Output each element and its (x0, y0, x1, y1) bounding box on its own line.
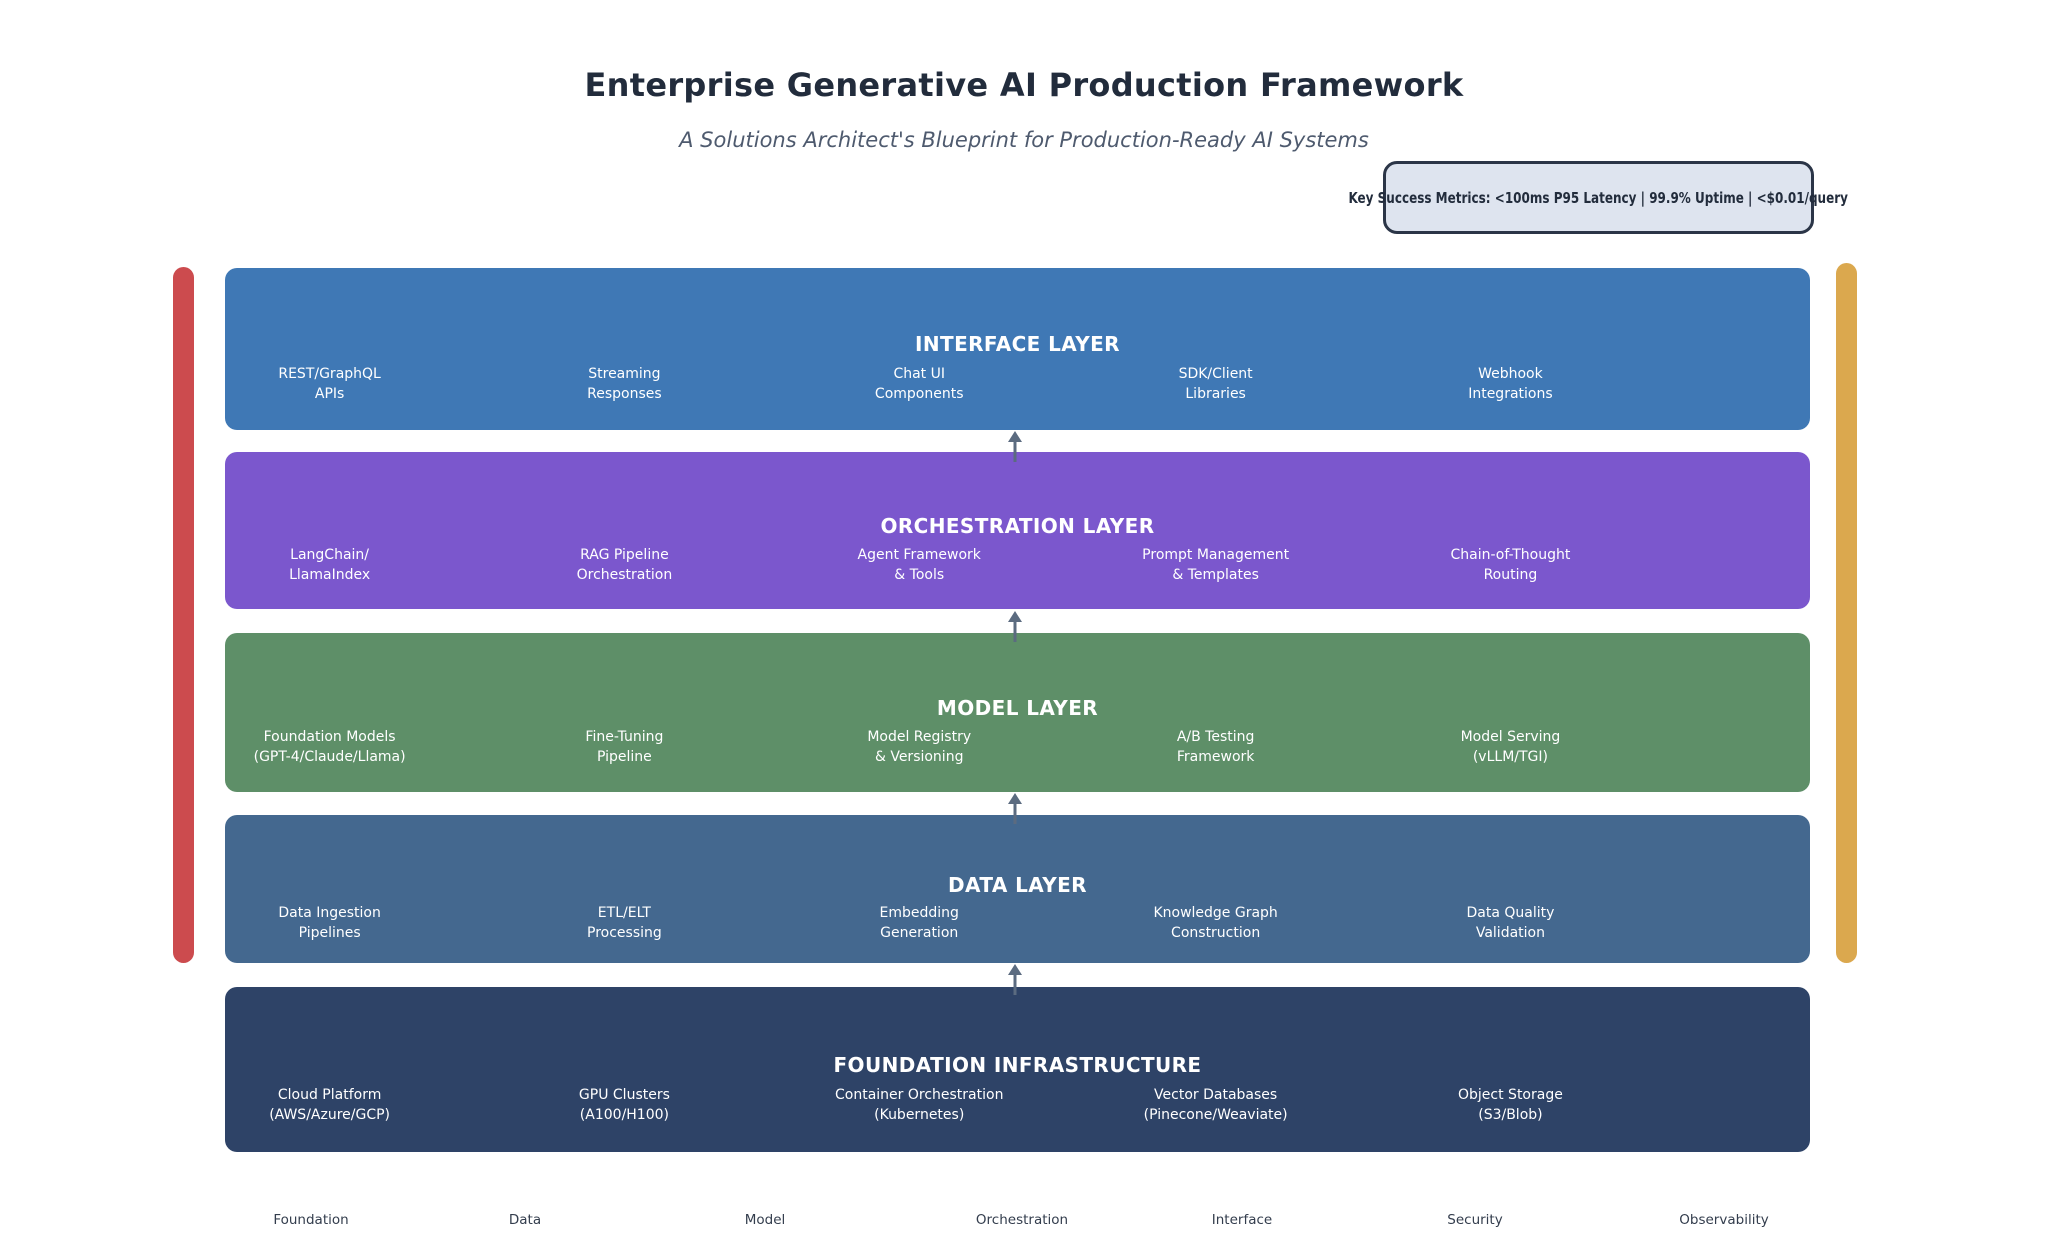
lane-label-model: Model (744, 1212, 786, 1228)
layer-foundation-items: Cloud Platform (AWS/Azure/GCP) GPU Clust… (225, 987, 1810, 1152)
up-arrow-icon (1003, 793, 1027, 825)
layer-model: MODEL LAYER Foundation Models (GPT-4/Cla… (225, 633, 1810, 792)
right-accent-bar (1836, 263, 1857, 963)
layer-data-items: Data Ingestion Pipelines ETL/ELT Process… (225, 815, 1810, 963)
layer-item: Model Serving (vLLM/TGI) (1460, 729, 1561, 766)
lane-label-observability: Observability (1679, 1212, 1769, 1228)
layer-item: Knowledge Graph Construction (1153, 904, 1278, 941)
layer-item: Chat UI Components (874, 366, 964, 403)
layer-interface-title: INTERFACE LAYER (915, 332, 1120, 357)
layer-model-title: MODEL LAYER (936, 695, 1099, 720)
lane-label-orchestration: Orchestration (975, 1212, 1069, 1228)
layer-orchestration: ORCHESTRATION LAYER LangChain/ LlamaInde… (225, 452, 1810, 609)
layer-item: Container Orchestration (Kubernetes) (834, 1087, 1004, 1123)
layer-item: Agent Framework & Tools (857, 547, 981, 584)
layer-item: REST/GraphQL APIs (278, 366, 381, 403)
lane-label-security: Security (1447, 1212, 1503, 1228)
layer-item: RAG Pipeline Orchestration (576, 547, 673, 584)
layer-orchestration-items: LangChain/ LlamaIndex RAG Pipeline Orche… (225, 452, 1810, 609)
layer-item: Embedding Generation (879, 904, 959, 941)
lane-label-interface: Interface (1211, 1212, 1273, 1228)
layer-item: LangChain/ LlamaIndex (289, 547, 371, 584)
layer-item: Webhook Integrations (1468, 366, 1553, 403)
layer-item: GPU Clusters (A100/H100) (578, 1087, 670, 1123)
layer-data: DATA LAYER Data Ingestion Pipelines ETL/… (225, 815, 1810, 963)
layer-interface-items: REST/GraphQL APIs Streaming Responses Ch… (225, 268, 1810, 430)
page-subtitle: A Solutions Architect's Blueprint for Pr… (679, 128, 1369, 152)
layer-item: ETL/ELT Processing (587, 904, 662, 941)
layer-foundation: FOUNDATION INFRASTRUCTURE Cloud Platform… (225, 987, 1810, 1152)
layer-foundation-title: FOUNDATION INFRASTRUCTURE (833, 1052, 1202, 1077)
layer-item: SDK/Client Libraries (1178, 366, 1253, 403)
up-arrow-icon (1003, 964, 1027, 996)
layer-item: A/B Testing Framework (1176, 729, 1255, 766)
layer-interface: INTERFACE LAYER REST/GraphQL APIs Stream… (225, 268, 1810, 430)
up-arrow-icon (1003, 611, 1027, 643)
layer-orchestration-title: ORCHESTRATION LAYER (880, 513, 1155, 538)
lane-label-data: Data (508, 1212, 542, 1228)
layer-item: Streaming Responses (587, 366, 662, 403)
layer-item: Foundation Models (GPT-4/Claude/Llama) (253, 729, 406, 766)
layer-item: Prompt Management & Templates (1142, 547, 1290, 584)
layer-model-items: Foundation Models (GPT-4/Claude/Llama) F… (225, 633, 1810, 792)
layer-item: Data Quality Validation (1466, 904, 1555, 941)
layer-item: Object Storage (S3/Blob) (1458, 1087, 1563, 1123)
key-metrics-badge: Key Success Metrics: <100ms P95 Latency … (1349, 161, 1848, 234)
page-title: Enterprise Generative AI Production Fram… (584, 66, 1464, 104)
up-arrow-icon (1003, 431, 1027, 463)
key-metrics-text: Key Success Metrics: <100ms P95 Latency … (1348, 188, 1849, 207)
layer-data-title: DATA LAYER (948, 872, 1087, 897)
layer-item: Vector Databases (Pinecone/Weaviate) (1143, 1087, 1288, 1123)
layer-item: Cloud Platform (AWS/Azure/GCP) (269, 1087, 391, 1123)
layer-item: Chain-of-Thought Routing (1450, 547, 1571, 584)
layer-item: Data Ingestion Pipelines (278, 904, 381, 941)
left-accent-bar (173, 267, 194, 963)
layer-item: Model Registry & Versioning (867, 729, 972, 766)
layer-item: Fine-Tuning Pipeline (585, 729, 664, 766)
lane-label-foundation: Foundation (273, 1212, 349, 1228)
